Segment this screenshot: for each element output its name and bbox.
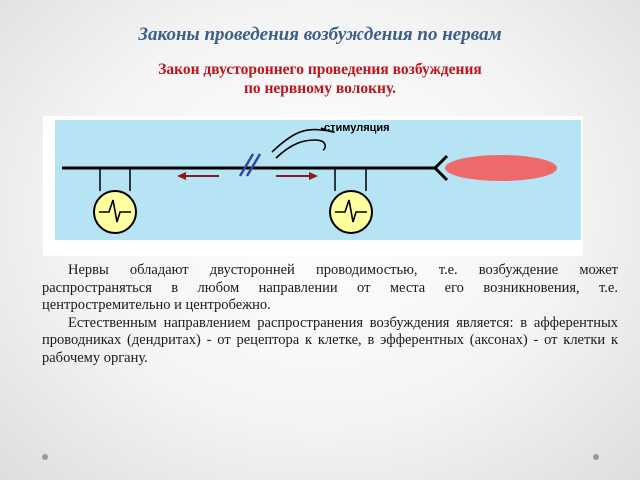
arrow-right-head <box>309 172 318 180</box>
meter-1-waveform <box>99 199 131 223</box>
stimulation-wire-2 <box>275 139 327 159</box>
electrode-mark-1 <box>238 153 255 177</box>
corner-dot-right <box>593 454 599 460</box>
diagram-svg: стимуляция <box>43 116 583 256</box>
stimulation-wire-1 <box>271 127 335 153</box>
terminal-branch-lower <box>433 166 449 182</box>
stimulation-label: стимуляция <box>324 122 390 134</box>
target-cell <box>445 155 557 181</box>
slide-title: Законы проведения возбуждения по нервам <box>138 24 502 45</box>
corner-dot-left <box>42 454 48 460</box>
arrow-left-head <box>177 172 186 180</box>
terminal-branch-upper <box>433 154 449 170</box>
electrode-mark-2 <box>245 153 262 177</box>
meter-2-waveform <box>335 199 367 223</box>
subtitle-line-2: по нервному волокну. <box>243 80 397 97</box>
body-text: Нервы обладают двусторонней проводимость… <box>42 262 618 367</box>
slide-subtitle: Закон двустороннего проведения возбужден… <box>100 60 540 98</box>
nerve-conduction-diagram: стимуляция <box>43 116 583 256</box>
subtitle-line-1: Закон двустороннего проведения возбужден… <box>158 61 482 78</box>
paragraph-2: Естественным направлением распространени… <box>42 314 618 366</box>
paragraph-1: Нервы обладают двусторонней проводимость… <box>42 262 618 313</box>
